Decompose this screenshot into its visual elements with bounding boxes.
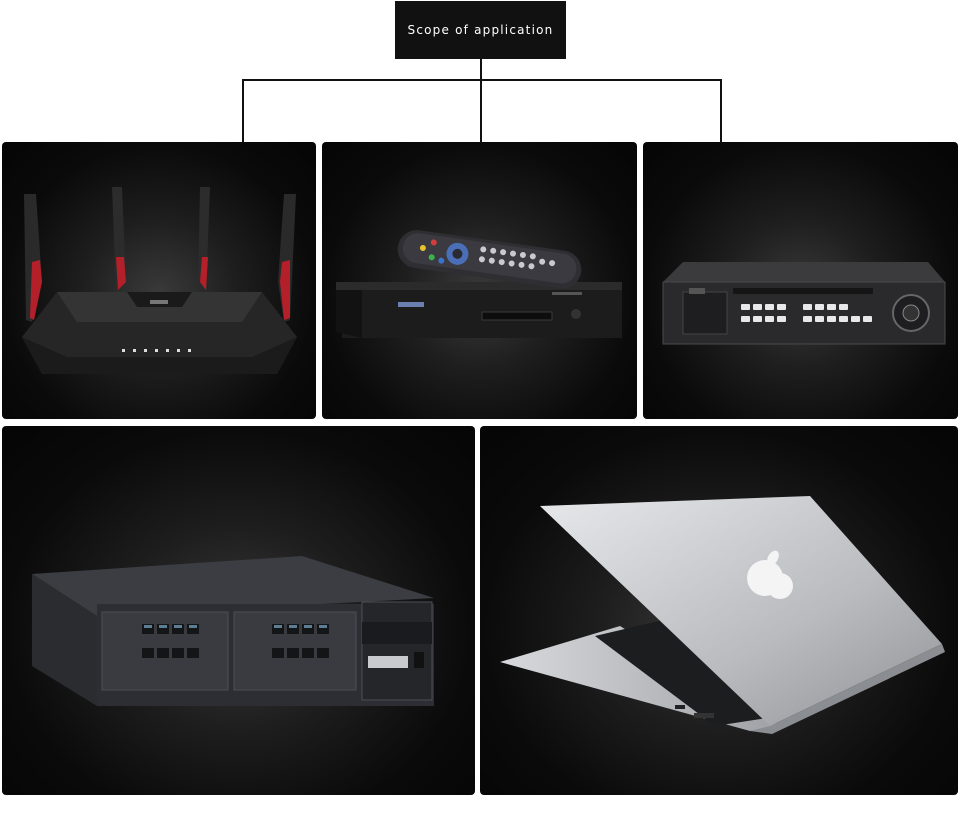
dvr-panel <box>643 142 958 419</box>
telephone-exchange-server-icon <box>32 556 434 706</box>
laptop-panel <box>480 426 958 795</box>
laptop-icon <box>500 496 945 734</box>
scope-title-box: Scope of application <box>395 1 566 59</box>
set-top-box-with-remote-icon <box>336 230 622 338</box>
wireless-router-icon <box>22 187 297 374</box>
pbx-panel <box>2 426 475 795</box>
digital-video-recorder-icon <box>662 262 946 345</box>
set-top-box-panel <box>322 142 637 419</box>
connector-lines <box>242 59 722 143</box>
router-panel <box>2 142 316 419</box>
scope-title: Scope of application <box>407 23 554 37</box>
